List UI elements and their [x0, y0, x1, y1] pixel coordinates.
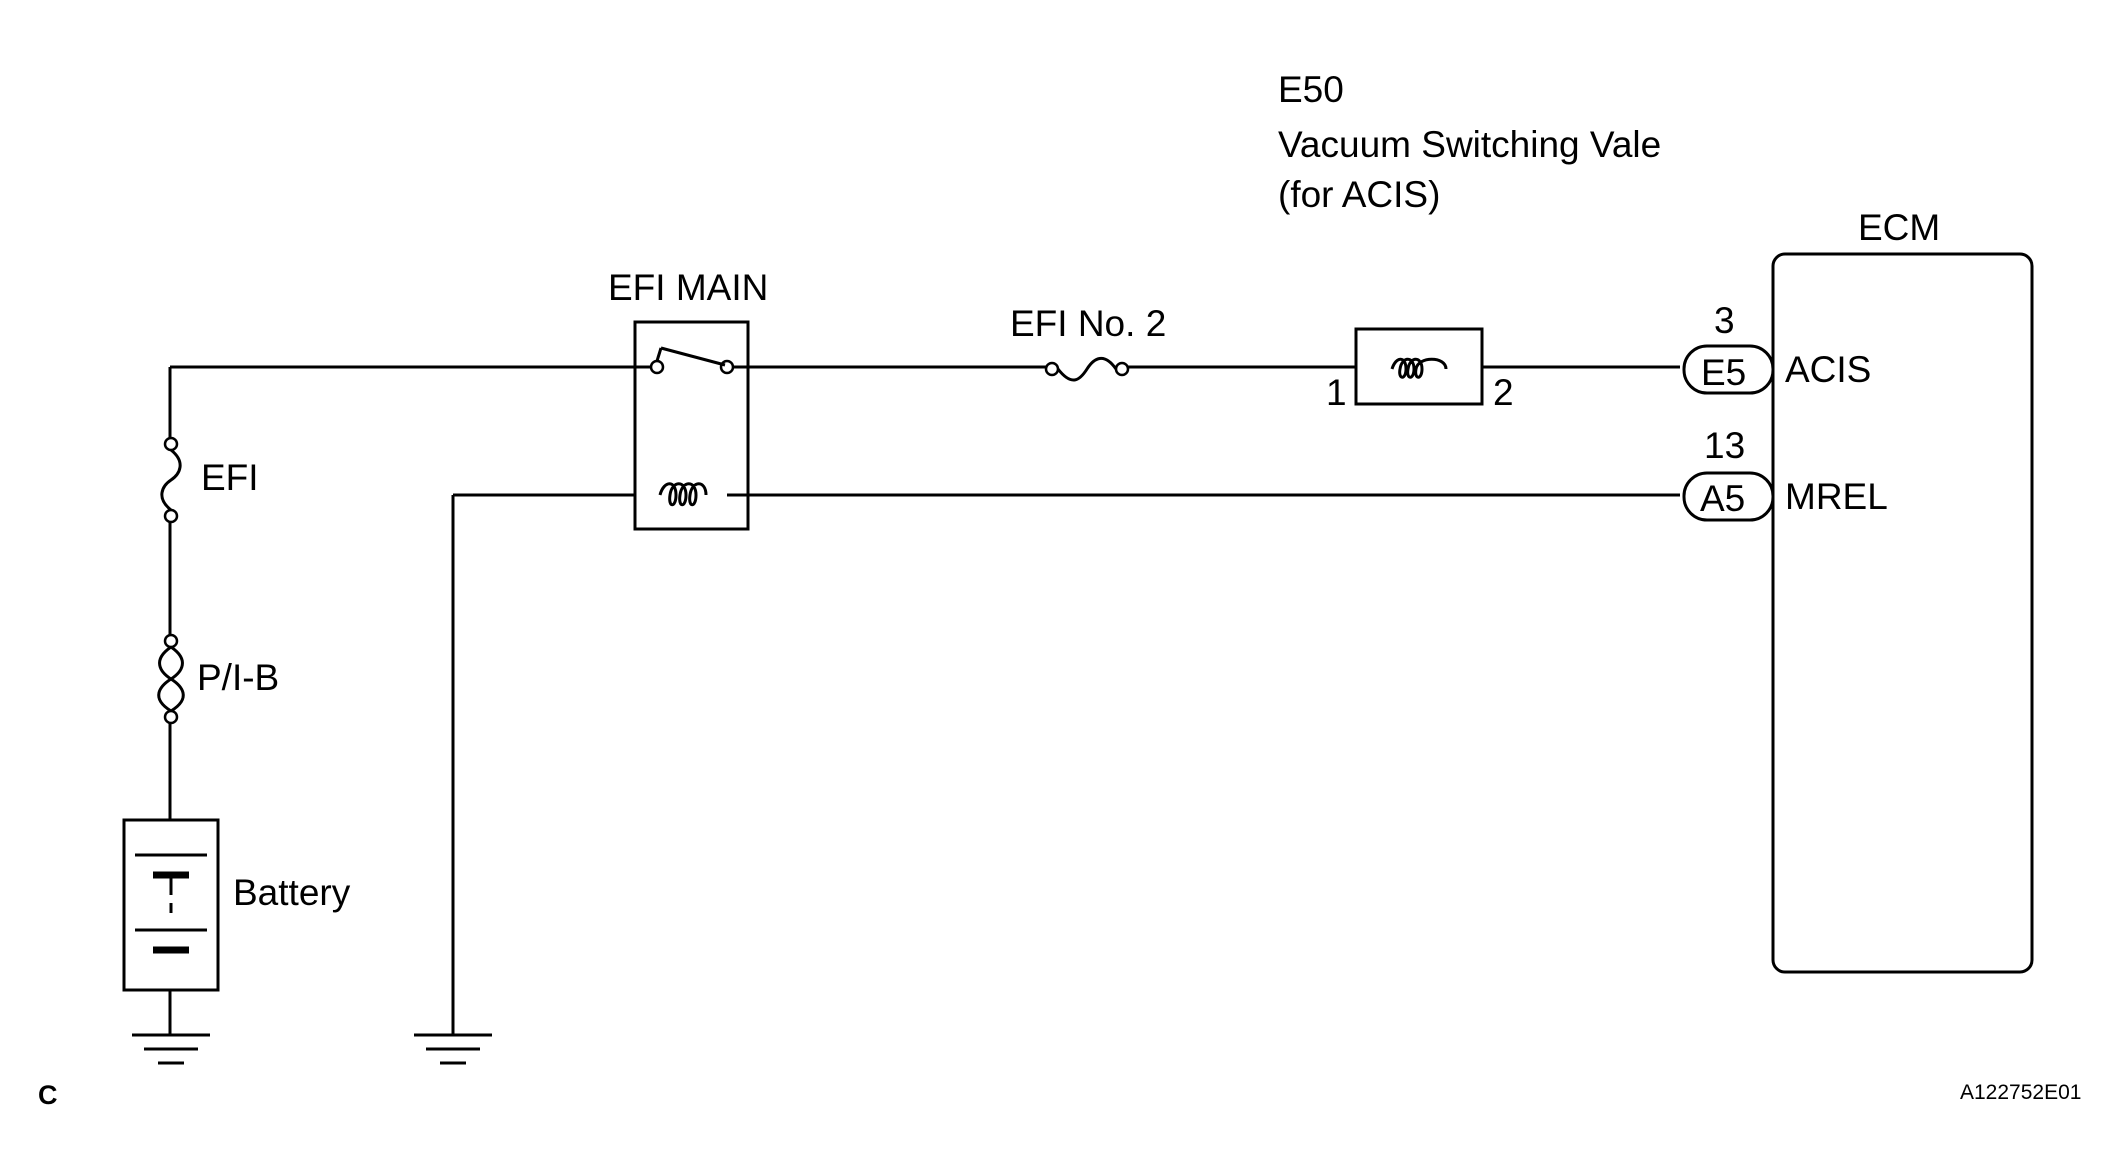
vsv-pin-1: 1 — [1326, 372, 1347, 413]
efi-no2-label: EFI No. 2 — [1010, 303, 1166, 344]
battery-label: Battery — [233, 872, 351, 913]
ecm-pin-3: 3 — [1714, 300, 1735, 341]
vsv-box — [1354, 327, 1484, 406]
vsv-coil-icon — [1390, 357, 1448, 379]
efi-main-switch-lead-left — [655, 347, 663, 362]
connector-a5 — [1682, 471, 1775, 522]
connector-e5 — [1682, 344, 1775, 395]
efi-main-switch-terminal-left — [649, 359, 665, 375]
ecm-pin-13: 13 — [1704, 425, 1745, 466]
efi-no2-terminal-right — [1114, 361, 1130, 377]
vsv-title-line1: Vacuum Switching Vale — [1278, 124, 1661, 165]
vacuum-switching-valve: 1 2 E50 Vacuum Switching Vale (for ACIS) — [1278, 69, 1661, 413]
figure-id: A122752E01 — [1960, 1081, 2081, 1104]
efi-main-relay: EFI MAIN — [608, 267, 768, 531]
battery: Battery — [122, 818, 351, 992]
pib-terminal-top — [163, 633, 179, 649]
ecm-signal-mrel: MREL — [1785, 476, 1888, 517]
ecm-box — [1771, 252, 2034, 974]
ground-icon — [414, 1033, 492, 1065]
ground-battery — [132, 1033, 210, 1065]
ground-relay-coil — [414, 1033, 492, 1065]
efi-fuse-label: EFI — [201, 457, 259, 498]
efi-main-switch-terminal-right — [719, 359, 735, 375]
section-letter: C — [38, 1080, 58, 1110]
vsv-title-line2: (for ACIS) — [1278, 174, 1440, 215]
ecm-signal-acis: ACIS — [1785, 349, 1871, 390]
efi-no2-fuse: EFI No. 2 — [1010, 303, 1166, 382]
battery-box — [122, 818, 220, 992]
ecm-label: ECM — [1858, 207, 1940, 248]
efi-fuse: EFI — [160, 436, 259, 524]
vsv-pin-2: 2 — [1493, 372, 1514, 413]
efi-main-relay-box — [633, 320, 750, 531]
connector-e5-label: E5 — [1701, 352, 1746, 393]
pib-fusible-link: P/I-B — [157, 633, 279, 725]
efi-fuse-terminal-bottom — [163, 508, 179, 524]
efi-main-switch-blade — [660, 346, 726, 367]
vsv-code: E50 — [1278, 69, 1344, 110]
ecm: ECM E5 3 ACIS A5 13 MREL — [1682, 207, 2034, 974]
ground-icon — [132, 1033, 210, 1065]
wires — [168, 365, 1680, 1035]
pib-label: P/I-B — [197, 657, 279, 698]
pib-fusible-link-icon — [157, 645, 185, 713]
efi-main-coil-icon — [658, 482, 708, 507]
efi-main-label: EFI MAIN — [608, 267, 768, 308]
efi-fuse-icon — [160, 448, 182, 512]
efi-fuse-terminal-top — [163, 436, 179, 452]
connector-a5-label: A5 — [1700, 478, 1745, 519]
pib-terminal-bottom — [163, 709, 179, 725]
efi-no2-fuse-icon — [1056, 357, 1118, 382]
efi-no2-terminal-left — [1044, 361, 1060, 377]
